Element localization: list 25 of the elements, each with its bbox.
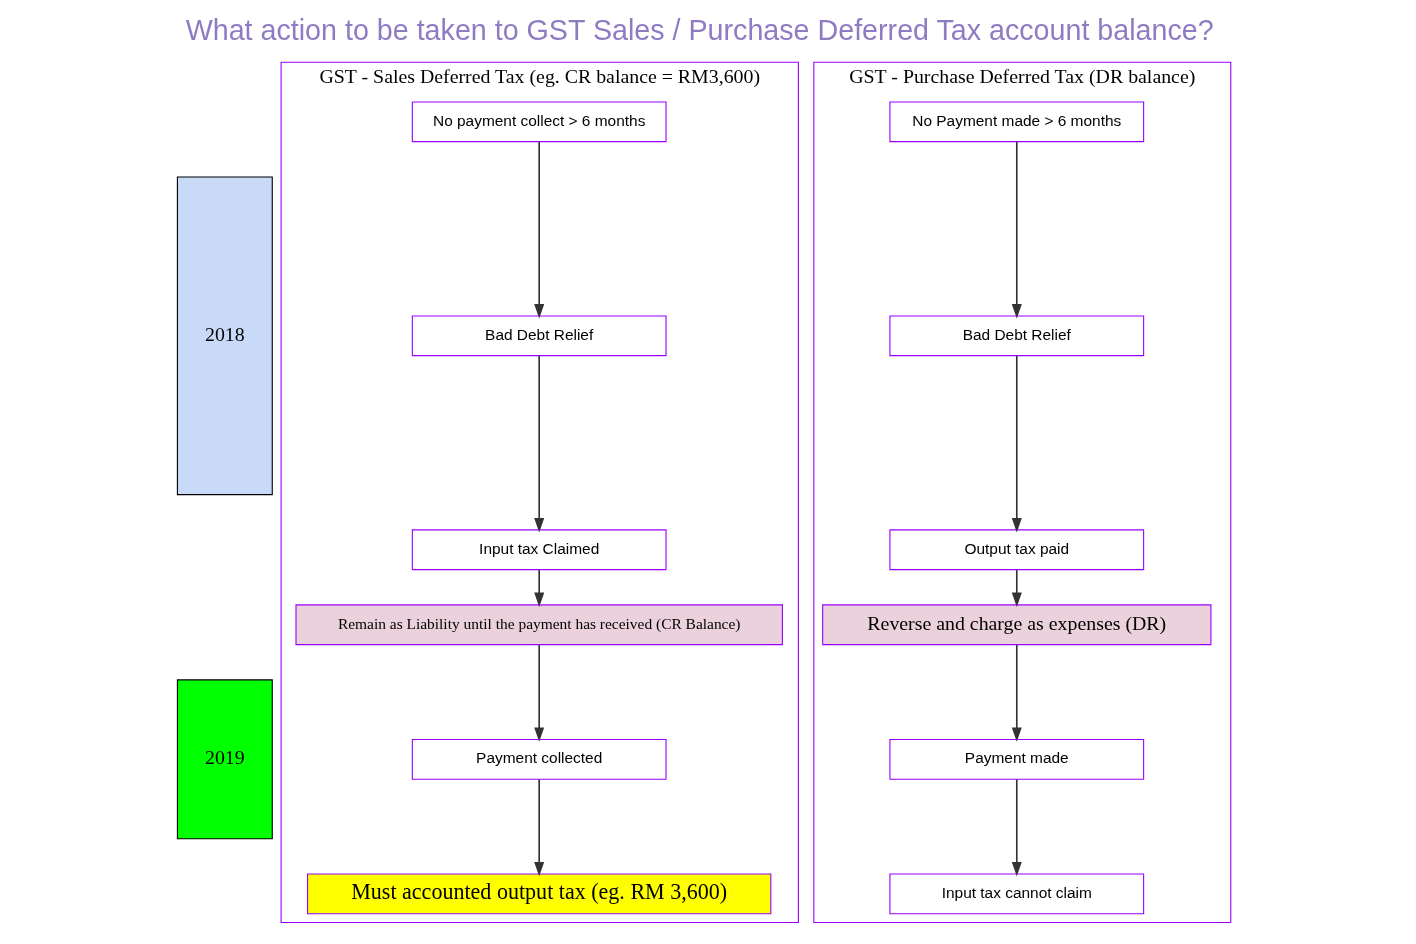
node-box: No Payment made > 6 months <box>888 101 1144 143</box>
arrow <box>533 140 544 319</box>
arrow <box>533 778 544 877</box>
diagram-title: What action to be taken to GST Sales / Purchase Deferred Tax account balance? <box>185 13 1214 46</box>
arrow <box>1011 140 1022 319</box>
node-box: Payment collected <box>411 738 667 780</box>
arrow <box>1011 354 1022 533</box>
node-box: Reverse and charge as expenses (DR) <box>821 604 1211 646</box>
node-box: Input tax Claimed <box>411 529 667 571</box>
node-box: Must accounted output tax (eg. RM 3,600) <box>306 873 771 915</box>
node-box: Bad Debt Relief <box>411 315 667 357</box>
arrow <box>533 569 544 607</box>
node-box: Input tax cannot claim <box>888 873 1144 915</box>
node-box: Bad Debt Relief <box>888 315 1144 357</box>
node-box: No payment collect > 6 months <box>411 101 667 143</box>
arrow <box>533 354 544 533</box>
arrow <box>1011 569 1022 607</box>
arrow <box>1011 644 1022 742</box>
arrow <box>1011 778 1022 877</box>
node-box: 2019 <box>176 679 273 840</box>
arrow <box>533 644 544 742</box>
node-box: Remain as Liability until the payment has received (CR Balance) <box>294 604 783 646</box>
node-box: 2018 <box>176 176 273 496</box>
node-box: Payment made <box>888 738 1144 780</box>
node-box: Output tax paid <box>888 529 1144 571</box>
